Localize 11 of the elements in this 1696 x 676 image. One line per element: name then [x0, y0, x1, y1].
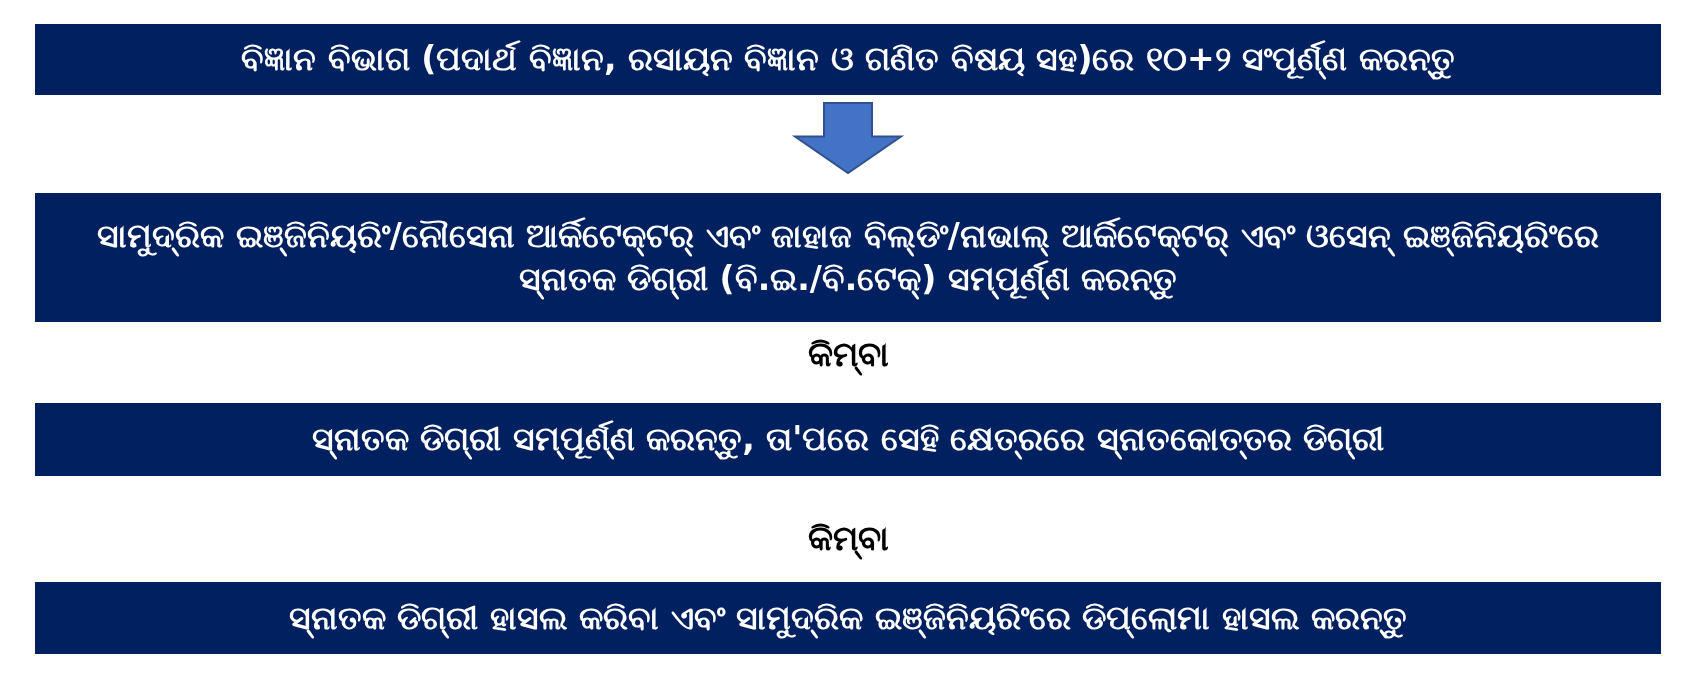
process-box [35, 582, 1661, 654]
block-arrow [791, 102, 905, 175]
step-text: ସାମୁଦ୍ରିକ ଇଞ୍ଜିନିୟରିଂ/ନୌସେନା ଆର୍କିଟେକ୍ଟର୍ ଏବଂ ଜାହାଜ ବିଲ୍ଡିଂ/ନାଭାଲ୍ ଆର୍କିଟେକ୍ଟର୍ ଏବଂ ଓସେନ୍ ଇଞ୍ଜିନିୟରିଂରେ ସ୍ନାତକ ଡିଗ୍ରୀ (ବି.ଇ./ବି.ଟେକ୍) ସମ୍ପୂର୍ଣ୍ଣ କରନ୍ତୁ [96, 214, 1600, 301]
process-box [35, 24, 1661, 95]
step-text: ବିଜ୍ଞାନ ବିଭାଗ (ପଦାର୍ଥ ବିଜ୍ଞାନ, ରସାୟନ ବିଜ୍ଞାନ ଓ ଗଣିତ ବିଷୟ ସହ)ରେ ୧୦+୨ ସଂପୂର୍ଣ୍ଣ କରନ୍ତୁ [241, 38, 1455, 81]
step-text: ସ୍ନାତକ ଡିଗ୍ରୀ ହାସଲ କରିବା ଏବଂ ସାମୁଦ୍ରିକ ଇଞ୍ଜିନିୟରିଂରେ ଡିପ୍ଲୋମା ହାସଲ କରନ୍ତୁ [288, 596, 1408, 640]
process-box [35, 193, 1661, 322]
or-label: କିମ୍ବା [807, 334, 889, 375]
process-box [35, 403, 1661, 476]
step-text: ସ୍ନାତକ ଡିଗ୍ରୀ ସମ୍ପୂର୍ଣ୍ଣ କରନ୍ତୁ, ତା'ପରେ ସେହି କ୍ଷେତ୍ରରେ ସ୍ନାତକୋତ୍ତର ଡିଗ୍ରୀ [311, 418, 1385, 461]
or-label: କିମ୍ବା [807, 518, 889, 559]
